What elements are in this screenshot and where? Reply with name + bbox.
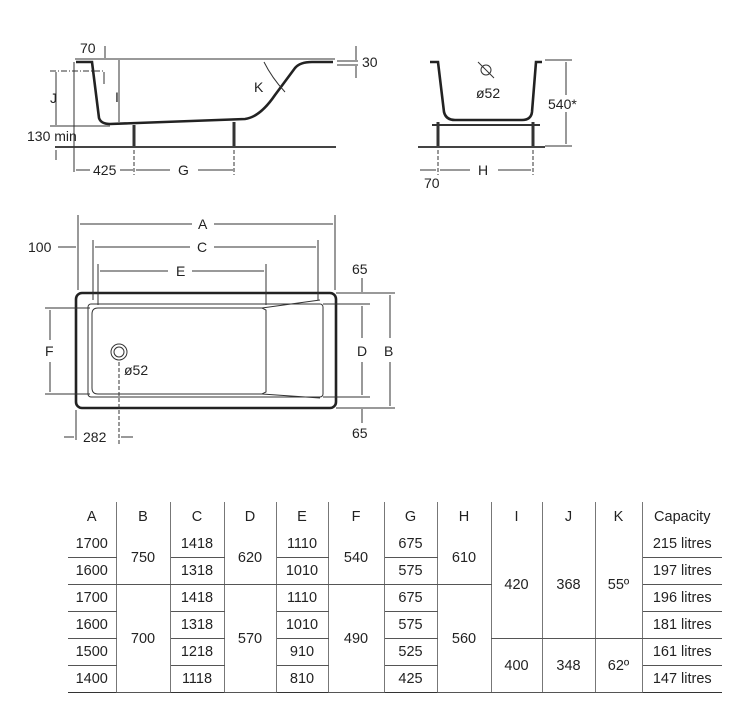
cell-capacity: 215 litres [642,531,722,558]
cell-h: 610 [437,531,492,585]
table-row: 1400 1118 810 425 147 litres [68,665,722,693]
bottom-margin-label: 65 [352,425,368,441]
tub-profile [76,60,333,126]
cell-e: 1010 [276,557,329,585]
cell-a: 1700 [68,531,117,558]
side-view: 70 30 K I J 130 min 425 G [27,40,378,178]
cell-g: 575 [384,611,438,639]
top-offset-label: 70 [80,40,96,56]
tub-outline [74,291,338,410]
rim-label: 30 [362,54,378,70]
cell-a: 1600 [68,557,117,585]
cell-g: 425 [384,665,438,693]
cell-b: 700 [116,584,171,693]
cell-a: 1600 [68,611,117,639]
cell-g: 575 [384,557,438,585]
table-row: 1700 750 1418 620 1110 540 675 610 420 3… [68,531,722,639]
plan-view: A C E 100 65 65 D B F ø52 282 [28,215,395,445]
cell-c: 1318 [170,611,225,639]
end-view: ø52 540* 70 H [418,59,577,191]
cell-d: 570 [224,584,277,693]
plan-drain-icon [113,346,125,358]
cell-capacity: 161 litres [642,638,722,666]
min-clearance-label: 130 min [27,128,77,144]
cell-j: 348 [542,638,596,693]
cell-c: 1218 [170,638,225,666]
end-height-label: 540* [548,96,577,112]
basin-width-label: F [45,343,54,359]
header-b: B [116,502,171,531]
header-f: F [328,502,385,531]
cell-k: 62º [595,638,643,693]
header-k: K [595,502,643,531]
cell-g: 675 [384,584,438,612]
cell-c: 1118 [170,665,225,693]
cell-c: 1418 [170,531,225,558]
cell-i: 400 [491,638,543,693]
top-margin-label: 65 [352,261,368,277]
cell-f: 540 [328,531,385,585]
end-drain-label: ø52 [476,85,500,101]
dimensions-table: A B C D E F G H I J K Capacity 1700 750 … [68,502,722,693]
cell-g: 525 [384,638,438,666]
cell-capacity: 181 litres [642,611,722,639]
cell-e: 810 [276,665,329,693]
cell-capacity: 196 litres [642,584,722,612]
header-g: G [384,502,438,531]
height-label: J [50,90,57,106]
basin-length-label: E [176,263,185,279]
drawings: 70 30 K I J 130 min 425 G ø52 540* 70 H [27,40,577,445]
cell-capacity: 147 litres [642,665,722,693]
cell-e: 1010 [276,611,329,639]
cell-e: 1110 [276,531,329,558]
header-i: I [491,502,543,531]
drain-offset-label: 282 [83,429,107,445]
header-j: J [542,502,596,531]
depth-label: I [115,89,119,105]
inner-width-label: D [357,343,367,359]
end-foot-offset-label: 70 [424,175,440,191]
length-label: A [198,216,208,232]
header-d: D [224,502,277,531]
angle-label: K [254,79,264,95]
cell-e: 910 [276,638,329,666]
foot-spacing-label: G [178,162,189,178]
table-row: 1700 700 1418 570 1110 490 675 560 196 l… [68,584,722,693]
cell-h: 560 [437,584,492,693]
cell-b: 750 [116,531,171,585]
header-capacity: Capacity [654,508,711,525]
header-c: C [170,502,225,531]
drain-icon [480,64,492,76]
table-row: 1500 1218 910 525 400 348 62º 161 litres [68,638,722,693]
end-offset-label: 100 [28,239,52,255]
cell-d: 620 [224,531,277,585]
table-header: A B C D E F G H I J K Capacity [68,502,722,531]
header-e: E [276,502,329,531]
foot-offset-label: 425 [93,162,117,178]
cell-capacity: 197 litres [642,557,722,585]
cell-j: 368 [542,531,596,639]
header-h: H [437,502,492,531]
cell-k: 55º [595,531,643,639]
cell-c: 1418 [170,584,225,612]
cell-f: 490 [328,584,385,693]
plan-drain-label: ø52 [124,362,148,378]
cell-a: 1400 [68,665,117,693]
cell-i: 420 [491,531,543,639]
cell-a: 1500 [68,638,117,666]
end-foot-spacing-label: H [478,162,488,178]
table-row: 1600 1318 1010 575 197 litres [68,557,722,585]
header-a: A [68,502,117,531]
cell-c: 1318 [170,557,225,585]
width-label: B [384,343,393,359]
tub-end-profile [430,60,542,122]
cell-e: 1110 [276,584,329,612]
inner-length-label: C [197,239,207,255]
cell-g: 675 [384,531,438,558]
cell-a: 1700 [68,584,117,612]
table-row: 1600 1318 1010 575 181 litres [68,611,722,639]
